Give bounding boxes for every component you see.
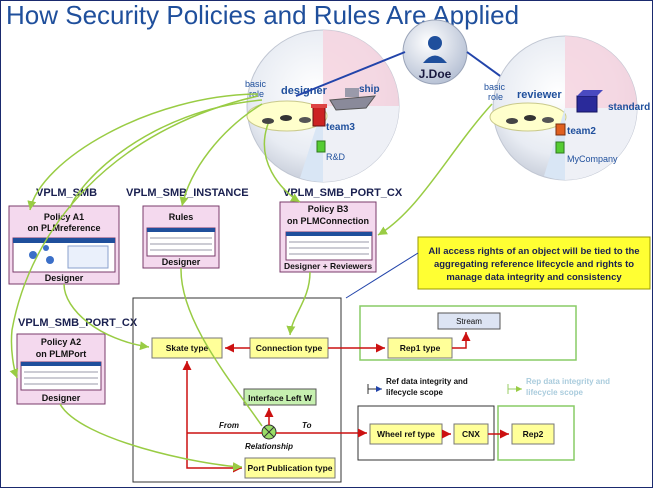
to-label: To [302,421,312,430]
interface-box [243,388,317,406]
policy-port-cx-left-header: VPLM_SMB_PORT_CX [18,317,138,329]
policy-a1-box [8,205,120,285]
policy-port-cx-top-header: VPLM_SMB_PORT_CX [283,187,403,199]
right-role-label: reviewer [517,89,562,101]
policy-a2-line1: Policy A2 [41,337,81,347]
policy-a1-line1: Policy A1 [44,212,84,222]
port-publication-label: Port Publication type [247,463,332,473]
note-line3: manage data integrity and consistency [446,272,622,283]
rep-scope-line1: Rep data integrity and [526,377,610,386]
skate-type-box [151,337,223,359]
ref-scope-line1: Ref data integrity and [386,377,468,386]
note-line1: All access rights of an object will be t… [428,246,639,257]
right-basic-role-2: role [488,92,503,102]
rules-footer: Designer [162,257,201,267]
rep1-scope-frame [359,305,577,361]
from-label: From [219,421,239,430]
policy-b3-line2: on PLMConnection [287,216,369,226]
rep2-box [511,423,555,445]
policy-a2-footer: Designer [42,393,81,403]
rep1-type-label: Rep1 type [400,343,441,353]
model-frame [132,297,342,483]
policy-a1-footer: Designer [45,273,84,283]
note-box [417,236,651,290]
policy-b3-footer: Designer + Reviewers [284,261,372,271]
rnd-org-icon [316,140,326,153]
left-basic-role-1: basic [245,79,267,89]
ship-icon [329,88,377,111]
policy-smb-header: VPLM_SMB [36,187,97,199]
rnd-label: R&D [326,152,346,162]
policy-b3-box [279,201,377,273]
policy-a1-line2: on PLMreference [27,223,100,233]
connection-type-label: Connection type [256,343,323,353]
right-basic-role-1: basic [484,82,506,92]
policy-a2-box [16,333,106,405]
team3-building-icon [311,104,327,127]
rules-title: Rules [169,212,194,222]
ship-label: ship [359,84,380,95]
mycompany-org-icon [555,141,565,154]
policy-b3-line1: Policy B3 [308,204,349,214]
cnx-label: CNX [462,429,480,439]
skate-type-label: Skate type [166,343,209,353]
policy-instance-header: VPLM_SMB_INSTANCE [126,187,249,199]
note-line2: aggregating reference lifecycle and righ… [434,259,634,270]
team2-label: team2 [567,126,596,137]
ref-scope-line2: lifecycle scope [386,388,443,397]
team3-label: team3 [326,122,355,133]
stream-label: Stream [456,317,482,326]
rep2-label: Rep2 [523,429,544,439]
team2-icon [555,123,566,136]
wheel-ref-type-label: Wheel ref type [377,429,435,439]
stream-box [437,312,501,330]
relationship-node [261,424,277,440]
right-role-icons [506,115,554,124]
relationship-label: Relationship [245,442,293,451]
policy-a2-line2: on PLMPort [36,349,87,359]
rep-scope-marker [507,384,522,394]
interface-label: Interface Left W [248,393,313,403]
left-role-icons [262,115,311,124]
user-name: J.Doe [419,67,452,81]
rules-box [142,205,220,269]
rep-scope-line2: lifecycle scope [526,388,583,397]
note-pointer [345,252,419,299]
standard-cube-icon [576,90,603,113]
port-publication-box [244,457,336,479]
structural-arrows [182,332,509,473]
policy-arrows [9,93,493,472]
user-to-left-role-link [295,51,406,97]
rep2-scope-frame [497,405,575,461]
mycompany-label: MyCompany [567,154,618,164]
ref-scope-marker [367,384,382,394]
standard-label: standard [608,102,650,113]
